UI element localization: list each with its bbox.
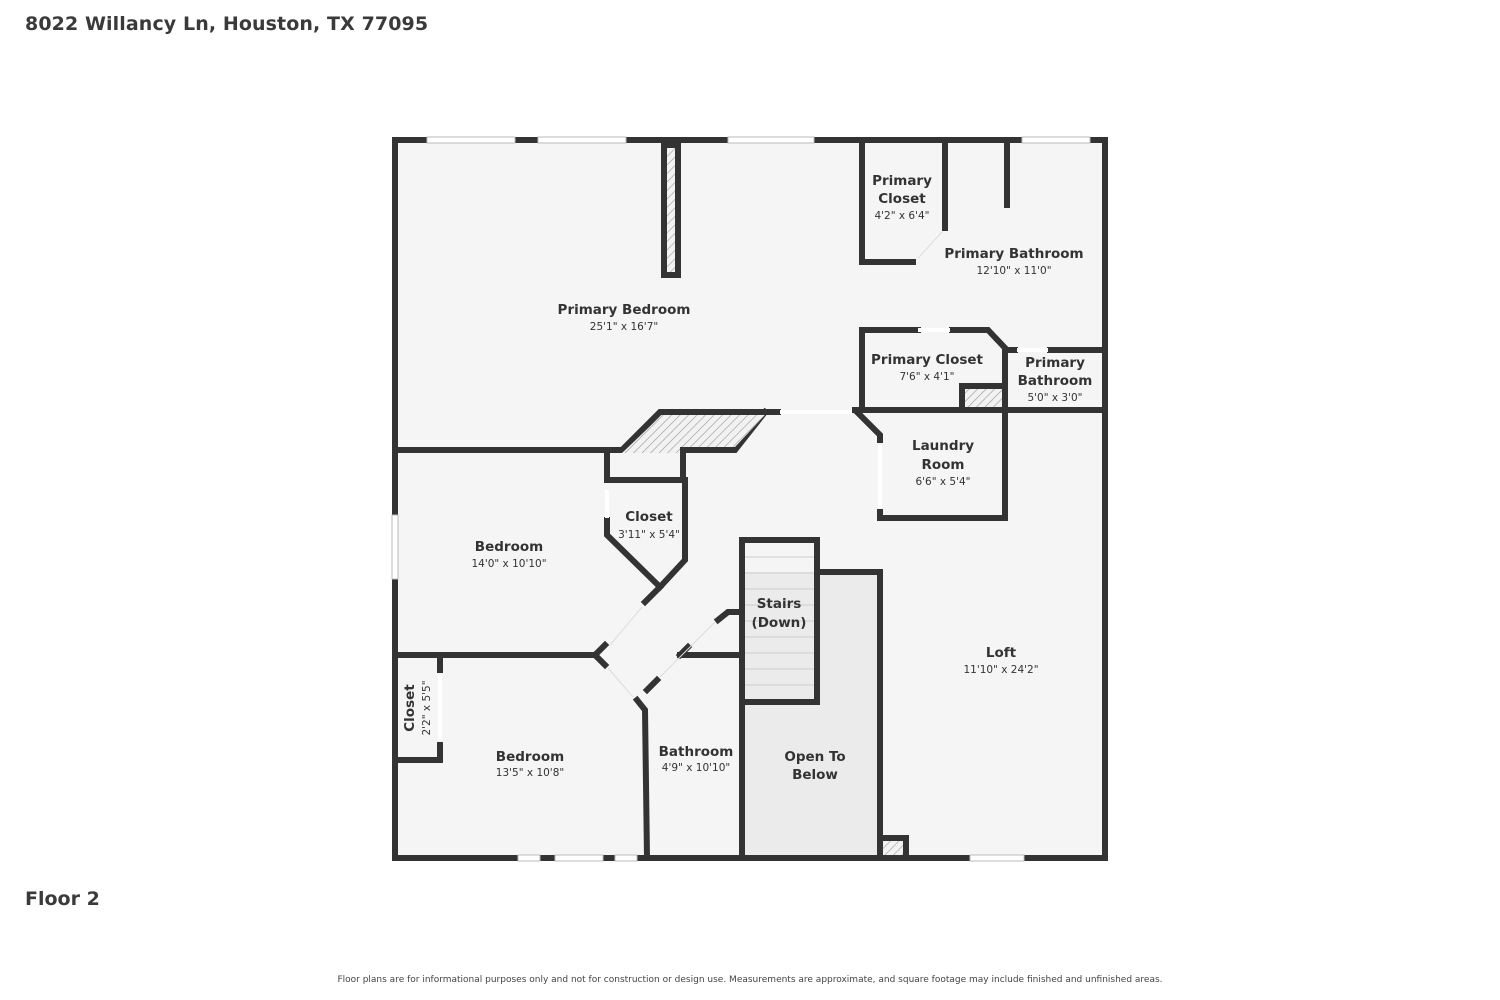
room-dims: 5'0" x 3'0" [1027, 392, 1082, 404]
room-name: Primary Bathroom [944, 246, 1083, 262]
room-name: Bedroom [496, 749, 564, 765]
room-name: Stairs [757, 596, 802, 612]
shaft [610, 415, 765, 453]
room-name: Loft [986, 645, 1017, 661]
shaft [965, 389, 1002, 407]
room-dims: 4'9" x 10'10" [662, 762, 730, 774]
room-name: Below [792, 767, 838, 783]
room-dims: 2'2" x 5'5" [421, 680, 433, 735]
room-dims: 6'6" x 5'4" [915, 476, 970, 488]
room-name: Laundry [912, 438, 974, 454]
door-openings [438, 328, 1048, 740]
stair-treads [745, 556, 814, 686]
disclaimer: Floor plans are for informational purpos… [337, 975, 1163, 985]
room-dims: 4'2" x 6'4" [874, 210, 929, 222]
room-dims: 7'6" x 4'1" [899, 371, 954, 383]
floor-label: Floor 2 [25, 888, 100, 910]
room-name: Bedroom [475, 539, 543, 555]
door-lines [607, 231, 943, 698]
room-name: Room [921, 457, 964, 473]
room-name: Primary [1025, 355, 1085, 371]
windows [391, 136, 1091, 862]
room-name: Open To [784, 749, 845, 765]
room-dims: 25'1" x 16'7" [590, 321, 658, 333]
room-dims: 14'0" x 10'10" [471, 558, 546, 570]
shaft [883, 841, 903, 855]
room-name: Closet [402, 684, 418, 732]
room-name: Primary Closet [871, 352, 984, 368]
room-dims: 12'10" x 11'0" [976, 265, 1051, 277]
room-name: (Down) [752, 615, 807, 631]
open-to-below-area [742, 572, 880, 858]
room-name: Bathroom [659, 744, 734, 760]
room-name: Primary Bedroom [558, 302, 691, 318]
room-name: Bathroom [1018, 373, 1093, 389]
property-address: 8022 Willancy Ln, Houston, TX 77095 [25, 13, 429, 35]
room-name: Closet [625, 509, 673, 525]
room-name: Closet [878, 191, 926, 207]
shaft [661, 142, 681, 278]
room-dims: 11'10" x 24'2" [963, 664, 1038, 676]
room-dims: 3'11" x 5'4" [618, 529, 680, 541]
room-dims: 13'5" x 10'8" [496, 767, 564, 779]
room-name: Primary [872, 173, 932, 189]
walls [392, 137, 1108, 862]
